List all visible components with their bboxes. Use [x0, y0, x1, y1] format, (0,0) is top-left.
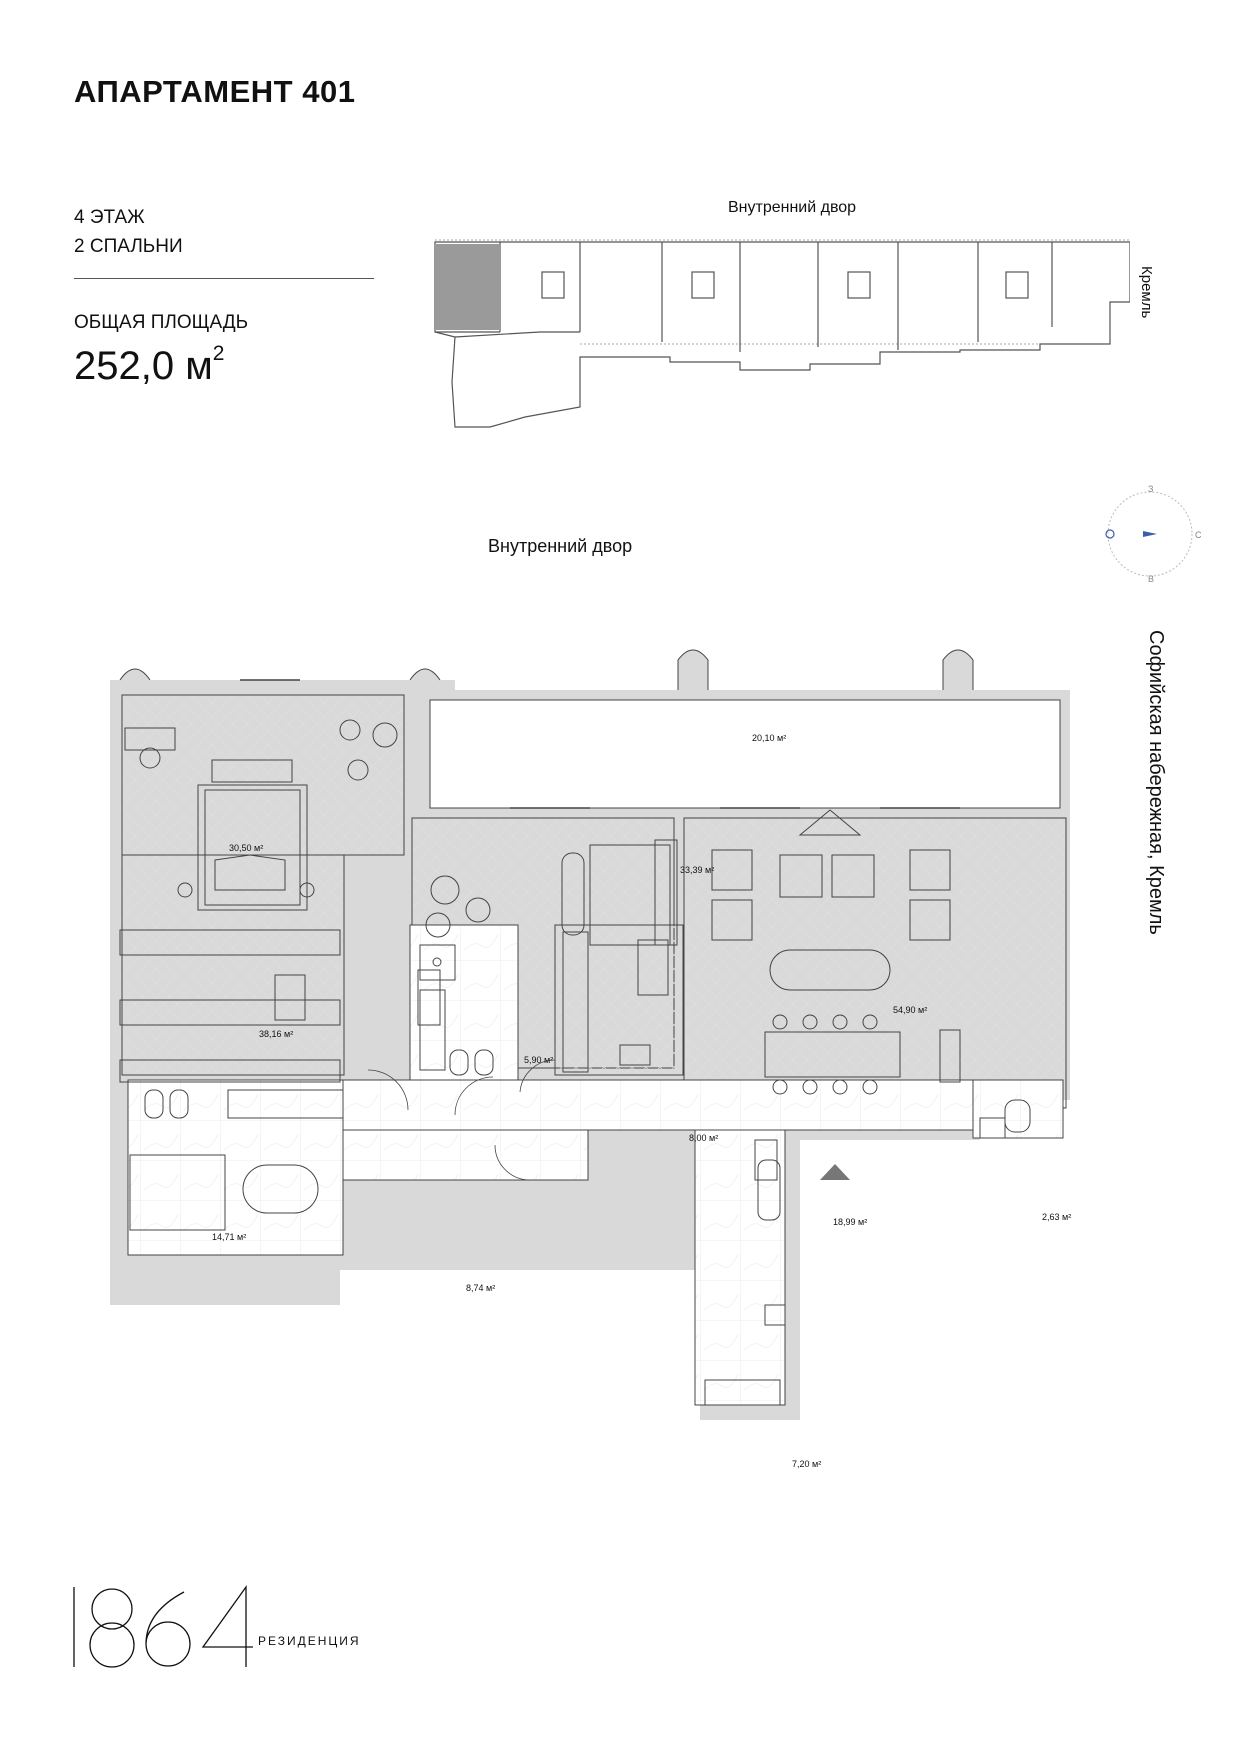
compass-label-north: З	[1148, 484, 1153, 494]
divider	[74, 278, 374, 279]
room-area-bedroom-2: 33,39 м²	[680, 865, 715, 875]
room-area-hall: 18,99 м²	[833, 1217, 868, 1227]
compass-icon: З С В	[1105, 484, 1202, 584]
room-area-dressing: 38,16 м²	[259, 1029, 294, 1039]
entrance-marker	[820, 1164, 850, 1180]
area-unit-sup: 2	[212, 342, 225, 365]
room-area-utility: 7,20 м²	[792, 1459, 822, 1469]
floor-plan-yard-label: Внутренний двор	[488, 536, 633, 556]
apartment-highlight	[436, 244, 500, 330]
site-plan-drawing	[434, 239, 1130, 428]
room-area-bath-main: 14,71 м²	[212, 1232, 247, 1242]
room-area-corridor: 8,74 м²	[466, 1283, 496, 1293]
room-area-kitchen: 8,00 м²	[689, 1133, 719, 1143]
total-area-value: 252,0 м2	[74, 342, 225, 389]
site-plan-kremlin-label: Кремль	[1138, 266, 1155, 319]
bedroom-count: 2 СПАЛЬНИ	[74, 236, 183, 257]
floor-number: 4 ЭТАЖ	[74, 207, 145, 228]
room-area-terrace: 20,10 м²	[752, 733, 787, 743]
room-area-bath-small: 5,90 м²	[524, 1055, 554, 1065]
compass-label-east: С	[1195, 530, 1202, 540]
site-plan-yard-label: Внутренний двор	[728, 199, 857, 216]
room-area-wc: 2,63 м²	[1042, 1212, 1072, 1222]
area-number: 252,0 м	[74, 344, 213, 388]
floor-plan-drawing	[110, 649, 1070, 1420]
brand-logo-icon	[73, 1584, 253, 1668]
page-title: АПАРТАМЕНТ 401	[74, 74, 356, 109]
compass-label-south: В	[1148, 574, 1154, 584]
total-area-label: ОБЩАЯ ПЛОЩАДЬ	[74, 312, 249, 333]
room-area-living: 54,90 м²	[893, 1005, 928, 1015]
floor-plan-street-label: Софийская набережная, Кремль	[1145, 630, 1167, 935]
apartment-info: 4 ЭТАЖ 2 СПАЛЬНИ	[74, 203, 183, 261]
room-area-bedroom-1: 30,50 м²	[229, 843, 264, 853]
brand-subtitle: РЕЗИДЕНЦИЯ	[258, 1634, 361, 1648]
